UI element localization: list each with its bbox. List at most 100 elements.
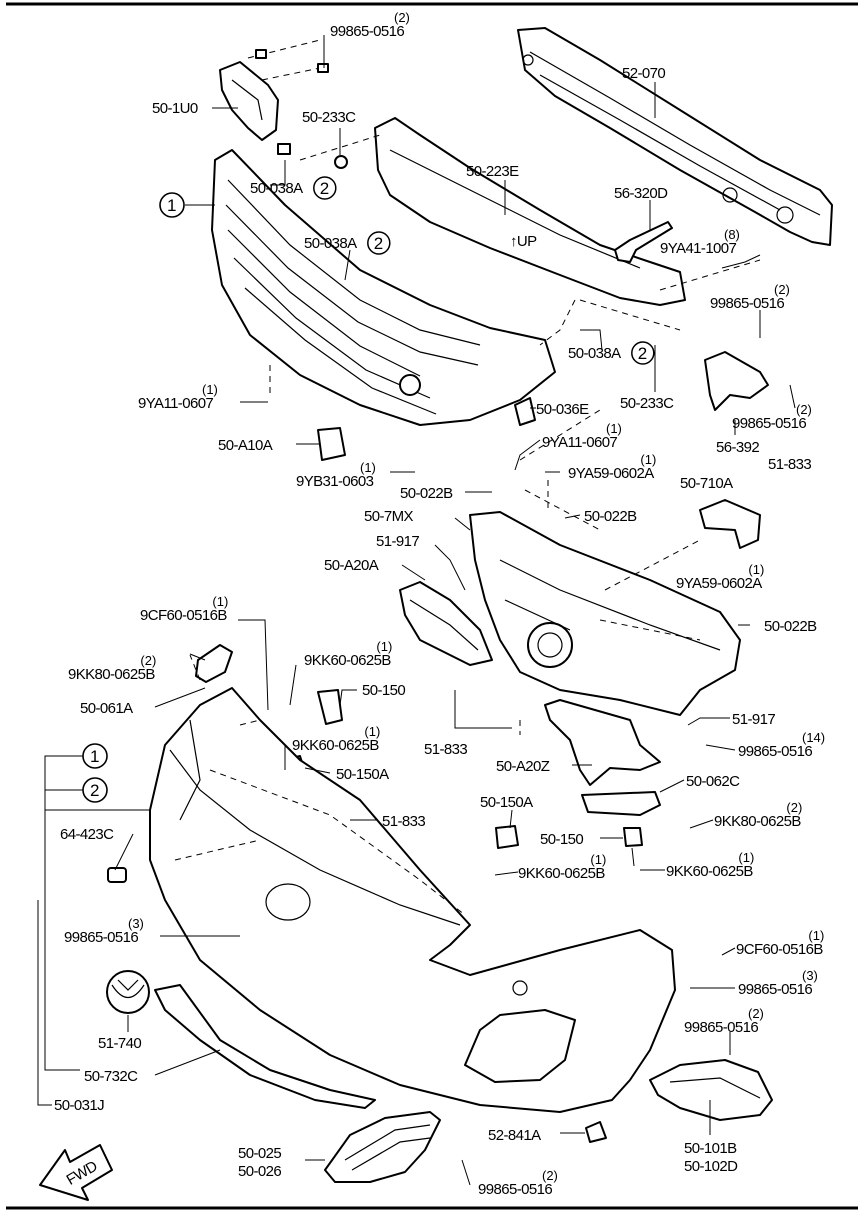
- reinforcement-bar-shape: [517, 27, 833, 246]
- part-number: 50-036E: [536, 401, 589, 418]
- part-label-l-50-150a-2: 50-150A: [480, 794, 534, 811]
- part-label-l-52-841a: 52-841A: [488, 1127, 542, 1144]
- upper-shroud-shape: ↑UP: [374, 117, 686, 306]
- bracket-shape: [219, 39, 321, 141]
- part-label-l-9cf60-0516b-l: 9CF60-0516B(1): [140, 594, 228, 624]
- part-number: 50-150: [540, 831, 583, 848]
- part-number: 50-150A: [480, 794, 533, 811]
- part-number: 50-022B: [400, 485, 453, 502]
- part-number: 99865-0516: [330, 23, 404, 40]
- part-number: 51-833: [768, 456, 811, 473]
- part-label-l-99865-0516-2r: 99865-0516(2): [684, 1006, 764, 1036]
- svg-text:1: 1: [90, 747, 99, 766]
- part-label-l-9ya11-0607-r: 9YA11-0607(1): [542, 421, 622, 451]
- part-label-l-50-710a: 50-710A: [680, 475, 734, 492]
- part-number: 50-710A: [680, 475, 733, 492]
- part-number: 50-233C: [302, 109, 356, 126]
- part-number: 50-7MX: [364, 508, 414, 525]
- tow-hook-cover-shape: [585, 1121, 607, 1143]
- part-number: 9KK60-0625B: [666, 863, 753, 880]
- part-number: 99865-0516: [738, 981, 812, 998]
- part-number: 51-917: [376, 533, 419, 550]
- part-label-l-52-070: 52-070: [622, 65, 666, 82]
- part-number: 56-320D: [614, 185, 668, 202]
- part-label-l-50-233c-mid: 50-233C: [620, 395, 675, 412]
- circle-marker: [631, 341, 655, 365]
- quantity: (2): [394, 10, 410, 25]
- part-number: 50-223E: [466, 163, 519, 180]
- part-label-l-64-423c: 64-423C: [60, 826, 115, 843]
- part-number: 64-423C: [60, 826, 114, 843]
- quantity: (1): [376, 639, 392, 654]
- part-number: 50-062C: [686, 773, 740, 790]
- quantity: (1): [606, 421, 622, 436]
- part-number-alt: 50-102D: [684, 1158, 738, 1175]
- part-number: 51-917: [732, 711, 775, 728]
- part-number: 50-038A: [304, 235, 357, 252]
- part-label-l-50-061a: 50-061A: [80, 700, 134, 717]
- forward-arrow-icon: FWD: [39, 1144, 113, 1201]
- part-labels: 99865-0516(2)52-07050-1U050-233C50-223E5…: [54, 10, 825, 1198]
- circle-marker-1: 1: [159, 192, 185, 218]
- part-number: 9KK80-0625B: [714, 813, 801, 830]
- circle-marker: [313, 176, 337, 200]
- part-label-l-9ya59-0602a-2: 9YA59-0602A(1): [676, 562, 764, 592]
- quantity: (1): [360, 460, 376, 475]
- side-bracket-shape: [399, 581, 493, 666]
- circle-marker: [367, 231, 391, 255]
- part-number: 99865-0516: [478, 1181, 552, 1198]
- emblem-shape: [106, 970, 150, 1014]
- part-number: 50-061A: [80, 700, 133, 717]
- fog-lamp-cover-shape: [649, 1059, 773, 1121]
- quantity: (2): [542, 1168, 558, 1183]
- part-number: 99865-0516: [710, 295, 784, 312]
- quantity: (1): [738, 850, 754, 865]
- part-number: 50-025: [238, 1145, 281, 1162]
- latch-bracket-shape: [704, 351, 769, 411]
- part-label-l-9kk60-0625b-1: 9KK60-0625B(1): [304, 639, 392, 669]
- quantity: (1): [202, 382, 218, 397]
- part-label-l-51-740: 51-740: [98, 1035, 142, 1052]
- part-label-l-56-392: 56-392: [716, 439, 760, 456]
- part-label-l-9ya11-0607-l: 9YA11-0607(1): [138, 382, 218, 412]
- side-guide-shape: [195, 644, 233, 683]
- part-label-l-9ya41-1007: 9YA41-1007(8): [660, 227, 740, 257]
- bumper-fascia-shape: [149, 687, 676, 1113]
- part-label-l-9ya59-0602a-1: 9YA59-0602A(1): [568, 452, 656, 482]
- legend-circle-2: 2: [82, 777, 108, 803]
- part-number-alt: 50-026: [238, 1163, 281, 1180]
- part-label-l-50-732c: 50-732C: [84, 1068, 139, 1085]
- part-label-l-99865-0516-3l: 99865-0516(3): [64, 916, 144, 946]
- quantity: (1): [212, 594, 228, 609]
- part-label-l-99865-0516-bot: 99865-0516(2): [478, 1168, 558, 1198]
- part-label-l-50-031j: 50-031J: [54, 1097, 105, 1114]
- lower-lip-shape: [154, 984, 376, 1109]
- quantity: (2): [140, 653, 156, 668]
- part-label-l-99865-0516-r2: 99865-0516(2): [732, 402, 812, 432]
- nut-icon: [107, 867, 127, 883]
- dashed-guides: [174, 134, 761, 861]
- part-number: 52-841A: [488, 1127, 541, 1144]
- quantity: (8): [724, 227, 740, 242]
- emblem-bracket-shape: [317, 427, 346, 461]
- part-number: 51-833: [424, 741, 467, 758]
- lower-bracket-shape: [544, 699, 661, 786]
- part-label-l-51-833-low: 51-833: [382, 813, 426, 830]
- part-label-l-9kk60-0625b-3: 9KK60-0625B(1): [518, 852, 606, 882]
- part-number: 99865-0516: [64, 929, 138, 946]
- part-number: 99865-0516: [684, 1019, 758, 1036]
- part-label-l-9kk60-0625b-2: 9KK60-0625B(1): [292, 724, 380, 754]
- part-number: 50-031J: [54, 1097, 104, 1114]
- part-number: 9KK60-0625B: [304, 652, 391, 669]
- part-number: 50-022B: [584, 508, 637, 525]
- part-label-l-51-917-top: 51-917: [376, 533, 420, 550]
- part-number: 50-732C: [84, 1068, 138, 1085]
- part-number: 50-233C: [620, 395, 674, 412]
- circle-marker-number: 2: [320, 179, 329, 198]
- part-number: 9KK80-0625B: [68, 666, 155, 683]
- svg-text:2: 2: [90, 781, 99, 800]
